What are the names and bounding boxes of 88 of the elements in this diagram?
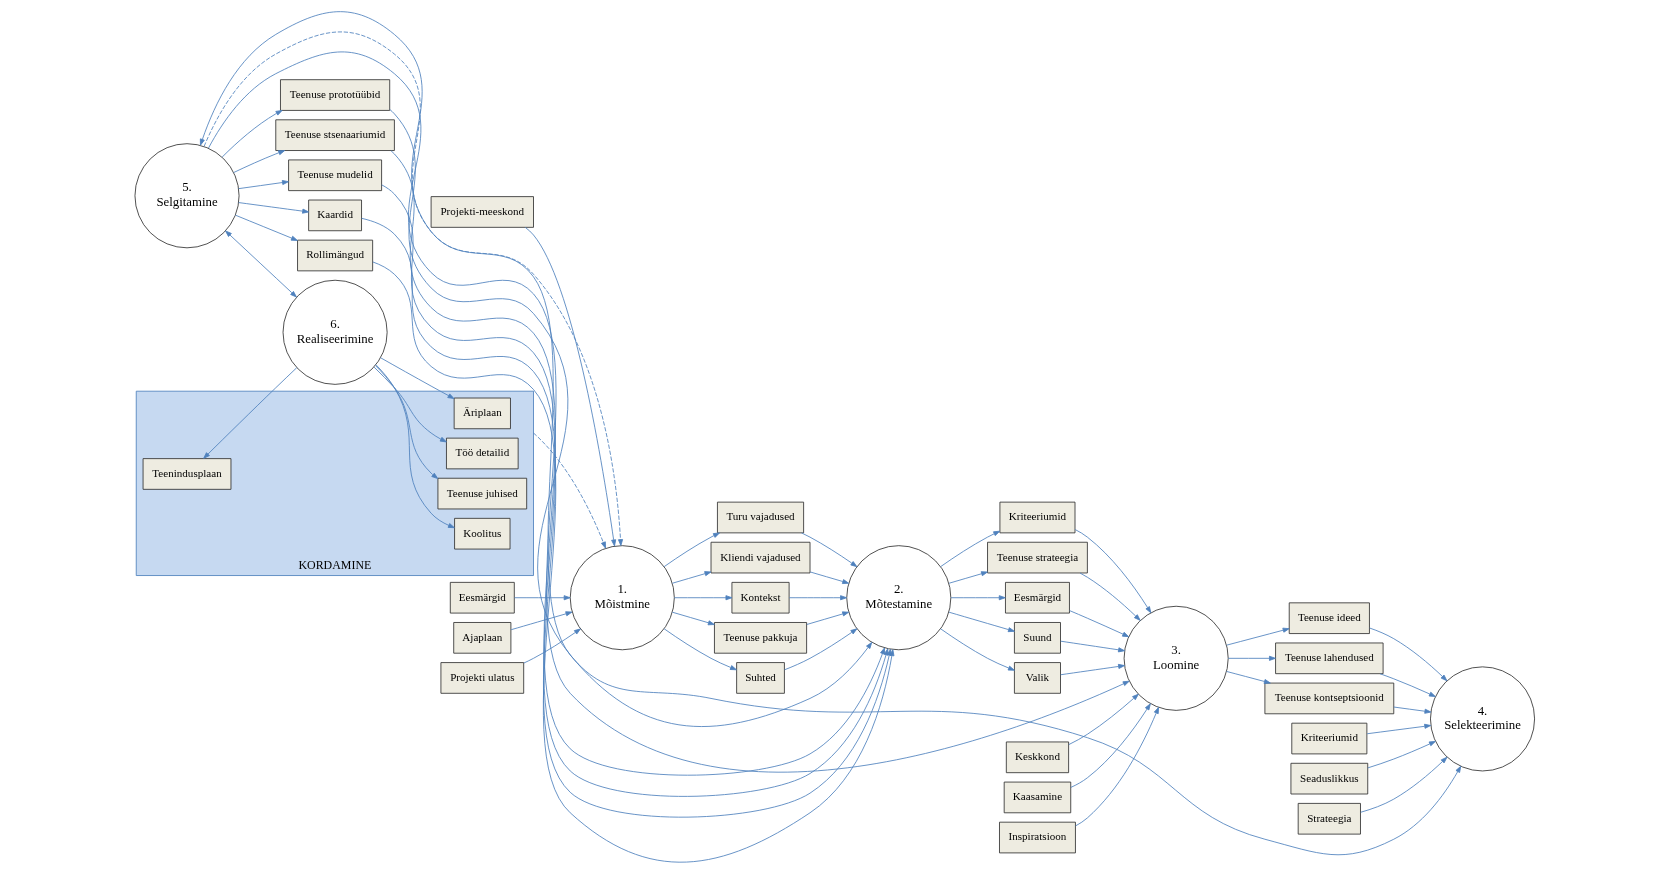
arrow xyxy=(379,357,454,399)
node-box: Suhted xyxy=(735,662,785,694)
node-box: Teenuse lahendused xyxy=(1274,642,1384,675)
node-box: Projekti-meeskond xyxy=(430,196,534,228)
arrow xyxy=(1379,673,1436,697)
arrow xyxy=(1067,693,1139,745)
node-box: Projekti ulatus xyxy=(440,662,524,694)
node-box: Koolitus xyxy=(453,517,510,550)
node-box: Äriplaan xyxy=(453,397,511,430)
node-box: Eesmärgid xyxy=(449,581,515,614)
node-circle: 6. Realiseerimine xyxy=(282,279,388,385)
node-box: Kaasamine xyxy=(1003,781,1071,814)
node-box: Teenuse ideed xyxy=(1288,602,1370,634)
node-box: Teenindusplaan xyxy=(142,458,231,490)
arrow xyxy=(1368,627,1447,682)
node-box: Teenuse pakkuja xyxy=(713,622,807,654)
node-box: Teenuse juhised xyxy=(437,477,527,510)
node-box: Kriteeriumid xyxy=(999,501,1075,534)
arrow xyxy=(510,611,572,631)
node-box: Teenuse strateegia xyxy=(986,541,1088,574)
arrow xyxy=(950,595,1006,601)
arrow xyxy=(532,432,606,549)
arrow xyxy=(224,230,297,298)
node-box: Teenuse stsenaariumid xyxy=(274,119,395,151)
arrow xyxy=(1225,627,1290,646)
node-circle: 1. Mõistmine xyxy=(569,545,675,651)
node-box: Inspiratsioon xyxy=(998,821,1076,854)
arrow xyxy=(374,365,438,479)
arrow xyxy=(805,611,849,625)
arrow xyxy=(1059,663,1125,676)
arrow xyxy=(1366,723,1431,735)
arrow xyxy=(374,364,455,529)
arrow xyxy=(671,571,711,584)
arrow xyxy=(1074,706,1159,827)
node-box: Teenuse prototüübid xyxy=(279,79,390,111)
arrow xyxy=(788,595,847,601)
arrow xyxy=(1074,529,1151,614)
arrow xyxy=(1366,740,1436,769)
node-box: Suund xyxy=(1013,622,1061,654)
arrow xyxy=(939,530,1000,568)
arrow xyxy=(1069,703,1151,788)
arrow xyxy=(939,628,1015,671)
node-box: Teenuse kontseptsioonid xyxy=(1263,682,1394,715)
arrow xyxy=(1359,756,1447,813)
node-box: Valik xyxy=(1013,662,1061,694)
node-circle: 5. Selgitamine xyxy=(134,143,239,249)
arrow xyxy=(199,11,1461,856)
arrow xyxy=(237,180,289,190)
node-box: Seaduslikkus xyxy=(1290,762,1368,795)
arrow xyxy=(523,628,581,664)
arrow xyxy=(221,110,282,158)
arrow xyxy=(948,611,1015,633)
node-box: Kriteeriumid xyxy=(1290,722,1367,755)
arrow xyxy=(513,595,571,601)
arrow xyxy=(1059,640,1125,653)
arrow xyxy=(388,109,872,727)
arrow xyxy=(1225,671,1271,684)
arrow xyxy=(207,51,1130,773)
node-box: Rollimängud xyxy=(296,239,373,272)
arrow xyxy=(1079,572,1141,621)
node-box: Töö detailid xyxy=(445,437,519,470)
arrow xyxy=(524,226,616,547)
arrow xyxy=(800,532,857,568)
node-box: Strateegia xyxy=(1297,802,1361,835)
node-box: Teenuse mudelid xyxy=(287,159,382,192)
arrow xyxy=(1227,655,1276,661)
node-box: Kliendi vajadused xyxy=(710,541,810,574)
arrow xyxy=(202,367,297,459)
arrow xyxy=(673,595,732,601)
arrow xyxy=(203,31,623,546)
arrow xyxy=(783,628,857,671)
node-box: Kaardid xyxy=(307,199,362,232)
arrow xyxy=(663,628,737,671)
arrow xyxy=(234,214,298,241)
arrow xyxy=(237,202,309,214)
node-box: Kontekst xyxy=(731,581,790,614)
arrow xyxy=(809,571,849,584)
node-box: Turu vajadused xyxy=(716,501,804,534)
arrow xyxy=(1068,610,1129,638)
arrow xyxy=(948,571,988,584)
node-box: Eesmärgid xyxy=(1004,581,1070,614)
node-box: Ajaplaan xyxy=(452,622,511,654)
arrow xyxy=(373,366,447,443)
arrow xyxy=(671,611,715,626)
arrow xyxy=(663,532,720,568)
node-box: Keskkond xyxy=(1005,741,1069,774)
arrow xyxy=(232,150,285,173)
arrow xyxy=(1392,706,1431,714)
